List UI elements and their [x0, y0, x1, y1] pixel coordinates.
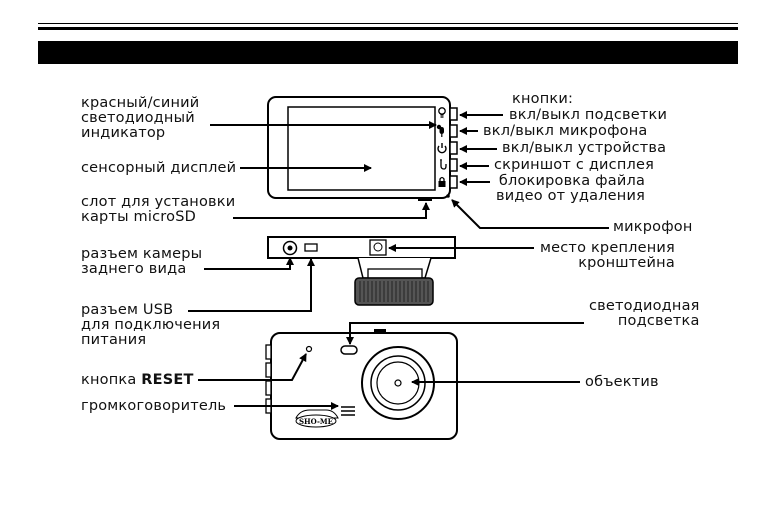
label-rear-camera-port: разъем камеры заднего вида — [81, 246, 203, 277]
lock-icon — [438, 176, 446, 187]
label-btn-mic: вкл/выкл микрофона — [483, 123, 648, 139]
label-speaker: громкоговоритель — [81, 398, 227, 414]
camera-front-view: SHO-ME — [265, 329, 458, 440]
label-red-blue-led: красный/синий светодиодный индикатор — [81, 95, 200, 141]
label-btn-screenshot: скриншот с дисплея — [494, 157, 655, 173]
header-band — [38, 41, 738, 64]
top-rule-thick — [38, 27, 738, 30]
screenshot-hand-icon — [440, 159, 447, 170]
brand-logo: SHO-ME — [299, 417, 333, 426]
power-icon — [437, 143, 447, 154]
label-reset-button: кнопка RESET — [81, 372, 194, 388]
label-microphone: микрофон — [613, 219, 693, 235]
label-led-light: светодиодная подсветка — [589, 298, 700, 329]
label-microsd-slot: слот для установки карты microSD — [81, 194, 236, 225]
bulb-icon — [438, 107, 446, 118]
top-rule-thin — [38, 23, 738, 24]
label-btn-backlight: вкл/выкл подсветки — [509, 107, 668, 123]
label-btn-power: вкл/выкл устройства — [502, 140, 667, 156]
label-usb-port: разъем USB для подключения питания — [81, 302, 221, 348]
label-mount: место крепления кронштейна — [540, 240, 675, 271]
microphone-icon — [439, 127, 444, 137]
label-btn-lock: блокировка файла видео от удаления — [496, 173, 646, 204]
label-buttons-title: кнопки: — [512, 91, 574, 107]
label-touch-display: сенсорный дисплей — [81, 160, 237, 176]
camera-top-view — [267, 236, 456, 306]
camera-rear-view — [267, 96, 458, 201]
leader-lines — [188, 111, 609, 410]
label-lens: объектив — [585, 374, 659, 390]
